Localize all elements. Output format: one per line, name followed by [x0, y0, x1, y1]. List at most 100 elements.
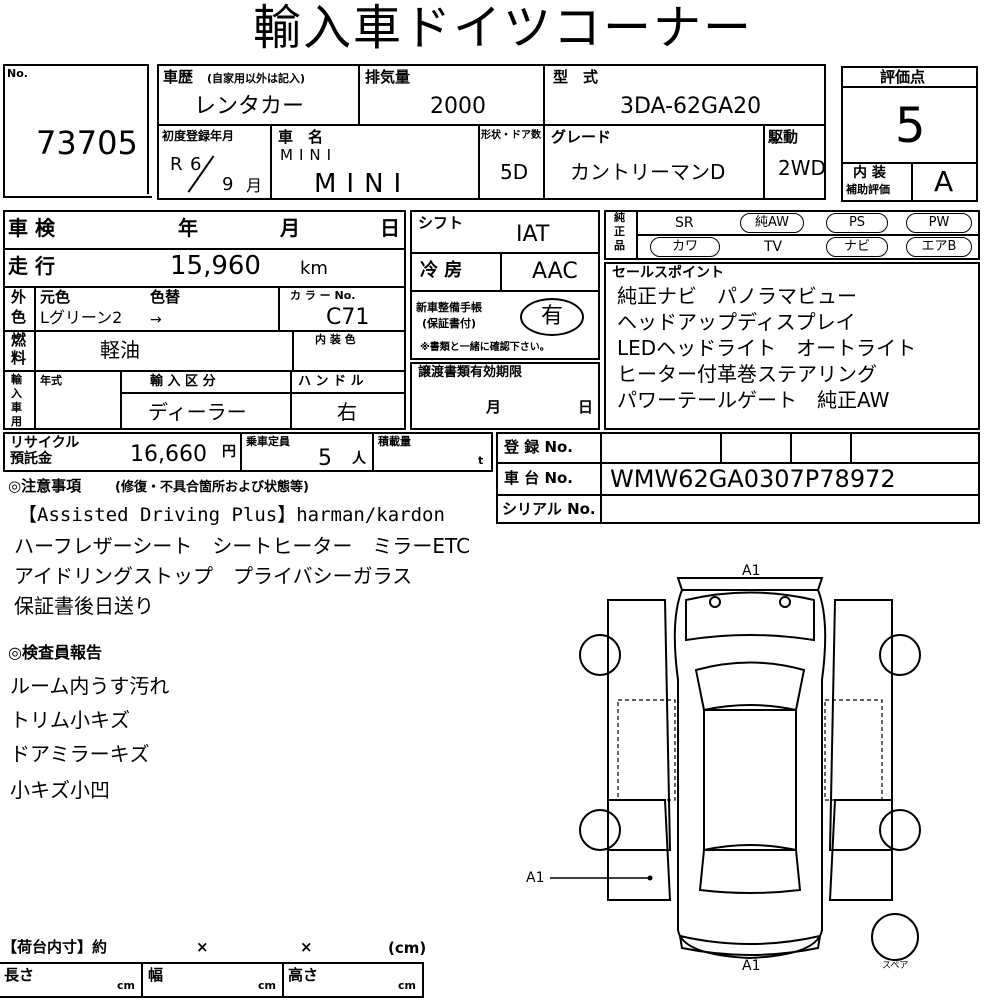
vehicle-detail-box — [3, 210, 406, 430]
equip-tv: TV — [764, 239, 783, 255]
roof — [703, 709, 797, 851]
wheel-rear-right — [879, 809, 921, 851]
color-code-value: C71 — [326, 305, 370, 330]
history-label: 車歴 — [163, 68, 194, 86]
color-arrow: → — [150, 312, 162, 328]
spare-label: スペア — [882, 961, 909, 971]
lot-number: 73705 — [36, 124, 138, 162]
warranty-oval — [520, 298, 584, 336]
sales-box — [604, 262, 980, 430]
inspection-label: 車 検 — [8, 216, 55, 240]
notes-line-3: アイドリングストップ プライバシーガラス — [14, 564, 413, 588]
displacement-value: 2000 — [430, 94, 486, 119]
recycle-unit: 円 — [222, 444, 236, 460]
cargo-height-unit: cm — [398, 979, 416, 992]
notes-line-4: 保証書後日送り — [14, 594, 154, 618]
mileage-label: 走 行 — [8, 254, 55, 278]
cargo-width-unit: cm — [258, 979, 276, 992]
fuel-side-1: 燃 — [11, 331, 27, 349]
color-orig-value: Lグリーン2 — [40, 308, 123, 327]
warranty-value: 有 — [541, 304, 564, 329]
transfer-box — [410, 362, 600, 430]
sales-label: セールスポイント — [612, 265, 724, 281]
sales-line-3: LEDヘッドライト オートライト — [617, 336, 917, 360]
ac-label: 冷 房 — [420, 260, 463, 281]
first-reg-label: 初度登録年月 — [162, 129, 235, 143]
cargo-x2: × — [300, 938, 313, 956]
cargo-label: 【荷台内寸】約 — [2, 938, 108, 956]
equip-pw-circled: PW — [906, 213, 972, 233]
rear-window — [698, 844, 802, 894]
transfer-day: 日 — [578, 398, 594, 416]
cargo-length-unit: cm — [117, 979, 135, 992]
lot-label: No. — [7, 67, 28, 80]
equip-leather-label: カワ — [671, 239, 698, 254]
equip-ps-label: PS — [848, 215, 866, 230]
inspector-line-2: トリム小キズ — [10, 708, 130, 732]
first-reg-era: R — [170, 154, 183, 175]
recycle-label-2: 預託金 — [10, 451, 52, 467]
equip-airbag-label: エアB — [921, 239, 957, 254]
door-line-left — [617, 699, 676, 801]
equip-airbag-circled: エアB — [906, 237, 972, 257]
warranty-note: ※書類と一緒に確認下さい。 — [420, 342, 550, 353]
model-label: 型 式 — [553, 68, 599, 86]
import-handle-label: ハ ン ド ル — [298, 374, 364, 389]
capacity-label: 乗車定員 — [246, 435, 290, 448]
equip-alloy-circled: 純AW — [740, 213, 804, 233]
a1-point — [647, 875, 653, 881]
interior-color-label: 内 装 色 — [315, 333, 356, 346]
recycle-box — [3, 432, 493, 472]
shift-box — [410, 210, 600, 360]
import-class-value: ディーラー — [148, 400, 247, 424]
equip-navi-label: ナビ — [843, 239, 870, 254]
first-reg-year: 6 — [190, 154, 202, 175]
score-label: 評価点 — [880, 68, 926, 86]
id-number-box — [496, 432, 980, 524]
diagram-side-mark: A1 — [526, 870, 545, 886]
inspector-heading: ◎検査員報告 — [8, 643, 102, 662]
cargo-box — [0, 962, 424, 998]
ac-value: AAC — [532, 259, 578, 284]
notes-heading: ◎注意事項 — [8, 477, 82, 495]
cargo-length-label: 長さ — [4, 966, 35, 984]
windshield — [694, 661, 806, 712]
car-diagram — [550, 577, 921, 961]
diagram-bottom-mark: A1 — [742, 958, 761, 974]
grade-value: カントリーマンD — [570, 160, 726, 184]
history-value: レンタカー — [194, 94, 305, 119]
displacement-label: 排気量 — [365, 68, 411, 86]
inspector-line-4: 小キズ小凹 — [10, 778, 110, 802]
inspection-month: 月 — [280, 216, 300, 240]
equip-sr: SR — [675, 215, 694, 231]
color-code-label: カ ラ ー No. — [290, 289, 356, 302]
color-orig-label: 元色 — [40, 288, 71, 306]
equip-ps-circled: PS — [826, 213, 888, 233]
capacity-value: 5 — [318, 446, 332, 471]
inspection-day: 日 — [380, 216, 400, 240]
mileage-unit: km — [300, 258, 328, 279]
front-mark-2 — [779, 596, 791, 608]
cargo-width-label: 幅 — [148, 966, 164, 984]
interior-label-1: 内 装 — [853, 165, 886, 181]
lot-number-box — [3, 66, 152, 198]
warranty-label-1: 新車整備手帳 — [416, 301, 482, 314]
car-name-sub: MINI — [280, 146, 338, 164]
shift-value: IAT — [516, 222, 550, 247]
drive-value: 2WD — [778, 156, 826, 180]
mileage-value: 15,960 — [170, 251, 261, 281]
car-name-value: MINI — [314, 169, 412, 199]
equip-side-3: 品 — [614, 239, 625, 252]
sales-line-2: ヘッドアップディスプレイ — [617, 310, 856, 334]
registration-label: 登 録 No. — [504, 438, 574, 456]
shift-label: シフト — [418, 214, 464, 232]
front-mark-1 — [709, 596, 721, 608]
import-year-label: 年式 — [40, 374, 62, 387]
first-reg-month: 9 — [222, 174, 234, 195]
wheel-rear-left — [579, 809, 621, 851]
transfer-month: 月 — [486, 398, 502, 416]
diagram-top-mark: A1 — [742, 563, 761, 579]
score-box — [841, 66, 978, 202]
load-label: 積載量 — [378, 435, 411, 448]
drive-label: 駆動 — [768, 128, 799, 146]
